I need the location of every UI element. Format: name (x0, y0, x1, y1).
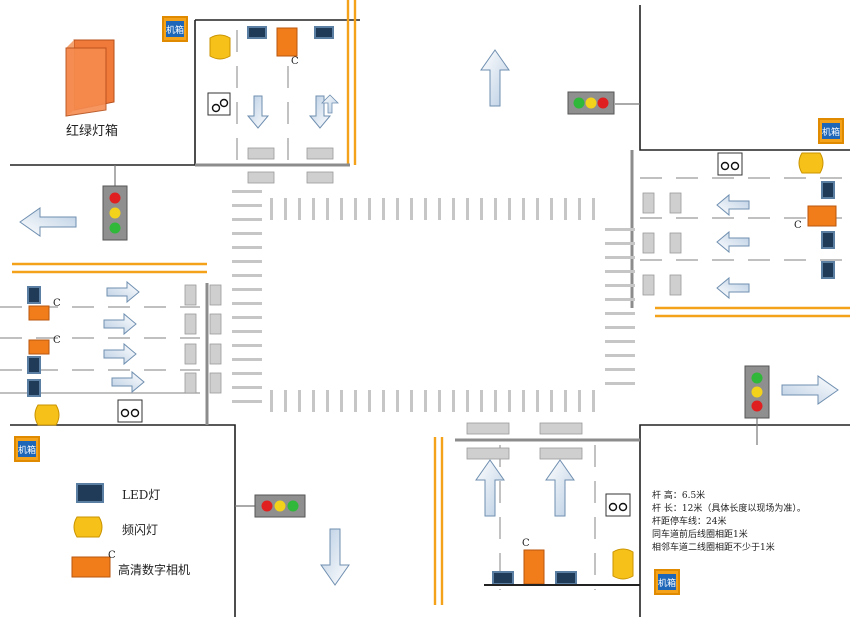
camera-marker-legend: C (108, 550, 116, 561)
direction-arrow-up (480, 49, 510, 107)
cabinet-west: 机箱 (14, 436, 40, 462)
lane-arrows-south (475, 459, 575, 517)
camera-marker-west-1: C (53, 298, 61, 309)
legend-led-label: LED灯 (122, 488, 161, 502)
cabinet-east: 机箱 (818, 118, 844, 144)
cabinet-south: 机箱 (654, 569, 680, 595)
flash-lights (34, 34, 824, 580)
legend-camera-label: 高清数字相机 (118, 563, 191, 577)
cameras (28, 27, 837, 585)
lane-arrows-north (247, 94, 339, 129)
lane-arrows-east (716, 194, 750, 299)
note-loop-spacing: 同车道前后线圈相距1米 (652, 530, 748, 540)
note-pole-stopline: 杆距停车线：24米 (652, 517, 727, 527)
cabinet-south-label: 机箱 (658, 574, 676, 590)
camera-marker-south: C (522, 538, 530, 549)
cabinet-north: 机箱 (162, 16, 188, 42)
camera-marker-north: C (291, 56, 299, 67)
camera-marker-west-2: C (53, 335, 61, 346)
direction-arrow-right (781, 375, 839, 405)
cabinet-north-label: 机箱 (166, 21, 184, 37)
loops (184, 147, 682, 460)
bicycle-glyphs (120, 98, 740, 512)
signal-head-north-horizontal (567, 91, 615, 115)
signal-head-south-horizontal (254, 494, 306, 518)
led-lights (27, 26, 835, 585)
cabinet-east-label: 机箱 (822, 123, 840, 139)
crosswalk-right (605, 228, 635, 385)
signal-head-east-vertical (744, 365, 770, 419)
signal-head-west-vertical (102, 185, 128, 241)
crosswalk-bottom (270, 390, 595, 412)
crosswalk-top (270, 198, 595, 220)
orange-edge-lines (12, 0, 850, 605)
direction-arrow-down (320, 528, 350, 586)
signal-cabinet-label: 红绿灯箱 (66, 124, 119, 139)
crosswalk-left (232, 190, 262, 403)
camera-marker-east: C (794, 220, 802, 231)
note-adjacent-loops: 相邻车道二线圈相距不少于1米 (652, 543, 775, 553)
signal-cabinet-box (65, 39, 115, 117)
note-pole-length: 杆 长：12米（具体长度以现场为准）。 (652, 504, 806, 514)
cabinet-west-label: 机箱 (18, 441, 36, 457)
direction-arrow-left (19, 207, 77, 237)
stop-lines (195, 150, 640, 442)
lane-arrows-west (103, 281, 145, 393)
note-pole-height: 杆 高：6.5米 (652, 491, 706, 501)
legend-flash-label: 频闪灯 (122, 523, 159, 537)
